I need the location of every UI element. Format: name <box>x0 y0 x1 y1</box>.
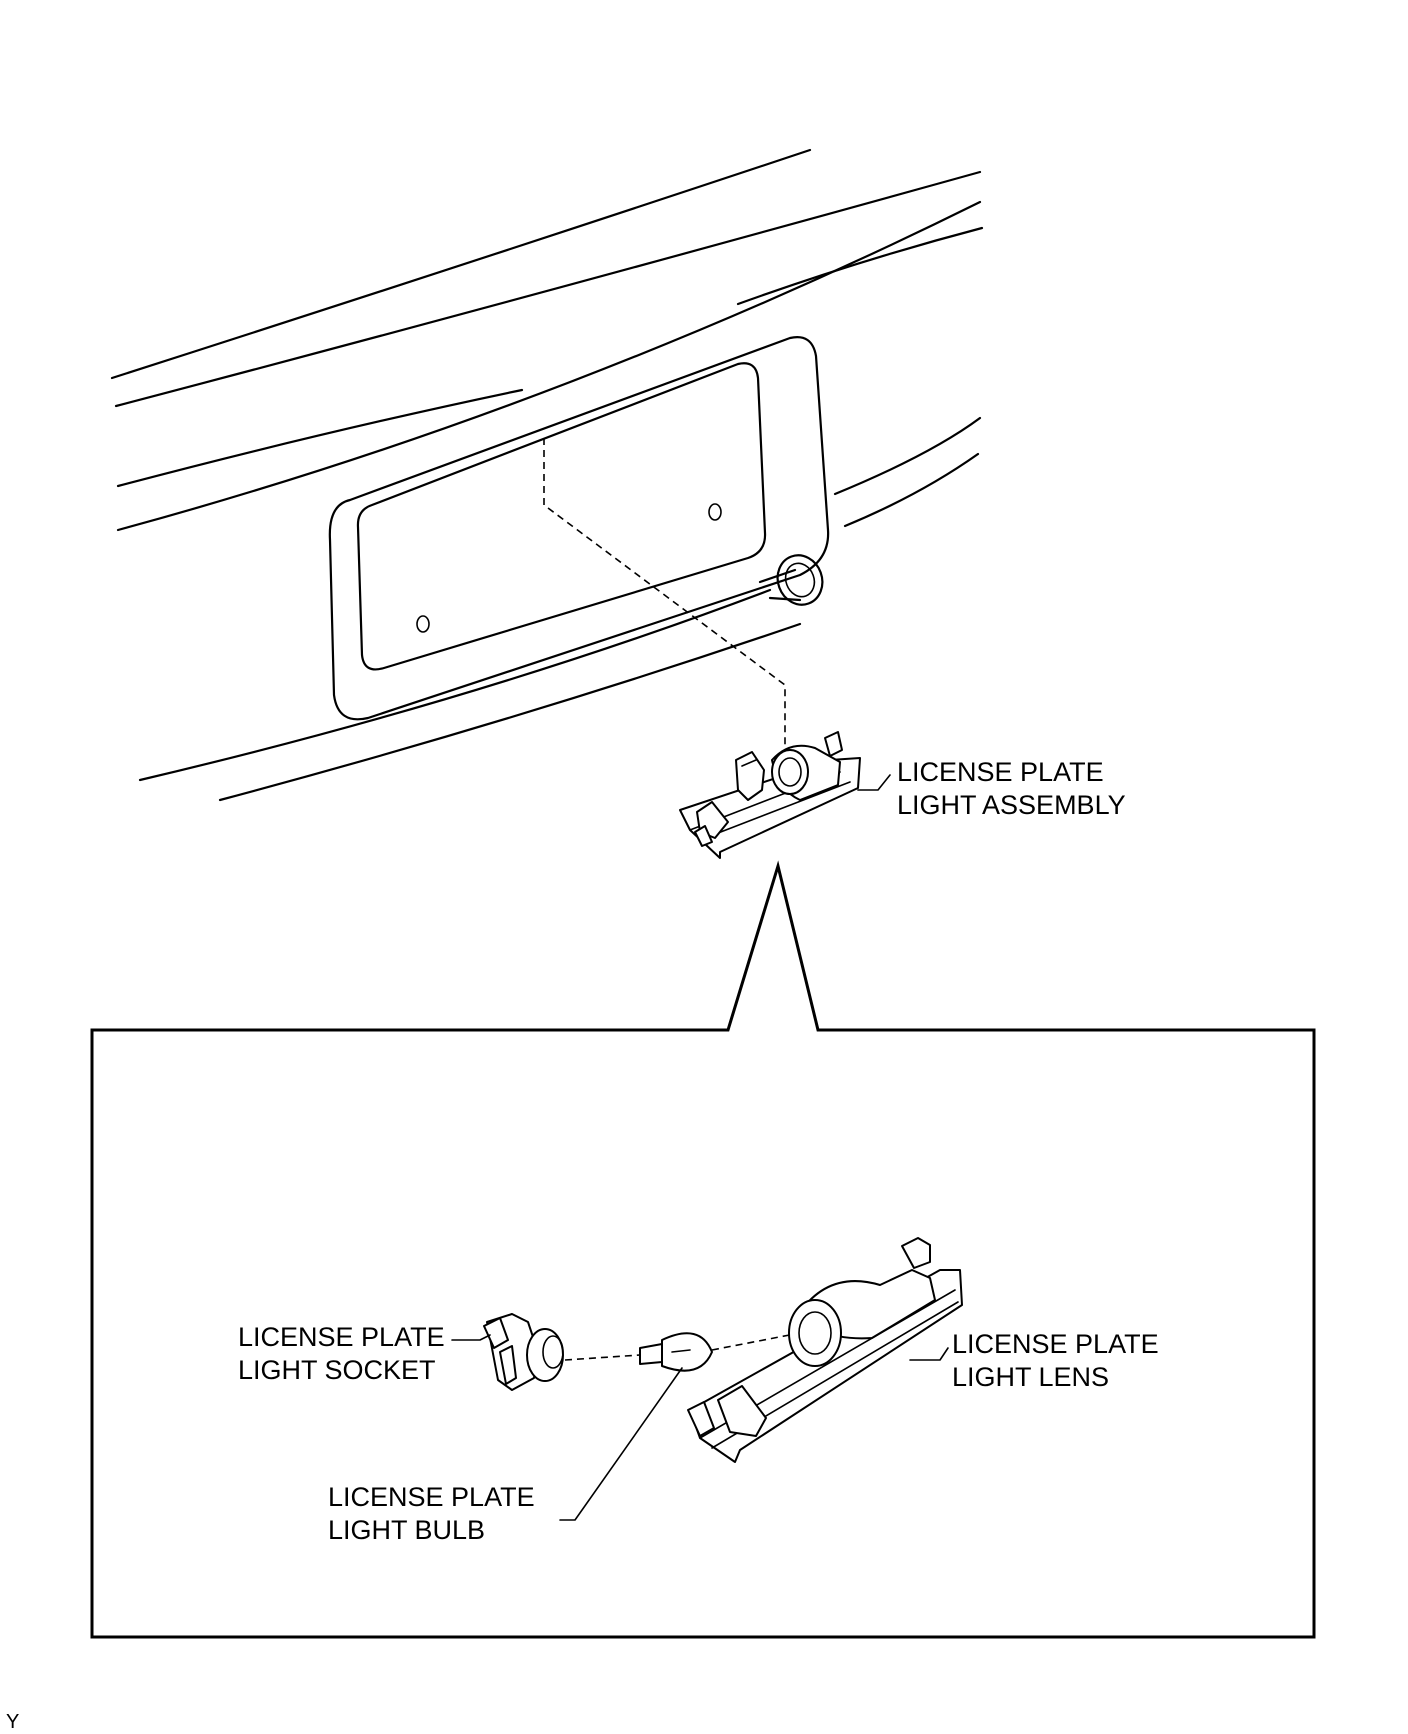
bulb-label-line1: LICENSE PLATE <box>328 1482 535 1512</box>
vehicle-rear-illustration <box>110 148 984 802</box>
bulb-label-line2: LIGHT BULB <box>328 1515 485 1545</box>
socket-label-leader <box>451 1334 491 1341</box>
license-plate-light-assembly <box>679 731 861 859</box>
socket-label: LICENSE PLATE LIGHT SOCKET <box>238 1322 452 1385</box>
license-plate-light-bulb <box>639 1332 713 1372</box>
lens-label-leader <box>909 1347 949 1361</box>
license-plate-light-lens <box>687 1237 963 1463</box>
socket-label-line1: LICENSE PLATE <box>238 1322 445 1352</box>
assembly-label-line1: LICENSE PLATE <box>897 757 1104 787</box>
figure-code: Y <box>6 1711 19 1733</box>
license-plate-light-socket <box>483 1313 564 1391</box>
lens-label-line2: LIGHT LENS <box>952 1362 1109 1392</box>
assembly-label-line2: LIGHT ASSEMBLY <box>897 790 1126 820</box>
socket-label-line2: LIGHT SOCKET <box>238 1355 436 1385</box>
detail-callout-frame <box>90 860 1316 1639</box>
assembly-location-leader <box>543 438 786 745</box>
lens-label: LICENSE PLATE LIGHT LENS <box>952 1329 1166 1392</box>
bulb-label-leader <box>559 1367 683 1521</box>
exploded-alignment-line <box>564 1354 641 1361</box>
assembly-label: LICENSE PLATE LIGHT ASSEMBLY <box>897 757 1126 820</box>
bulb-label: LICENSE PLATE LIGHT BULB <box>328 1482 542 1545</box>
lens-label-line1: LICENSE PLATE <box>952 1329 1159 1359</box>
assembly-label-leader <box>857 774 891 791</box>
